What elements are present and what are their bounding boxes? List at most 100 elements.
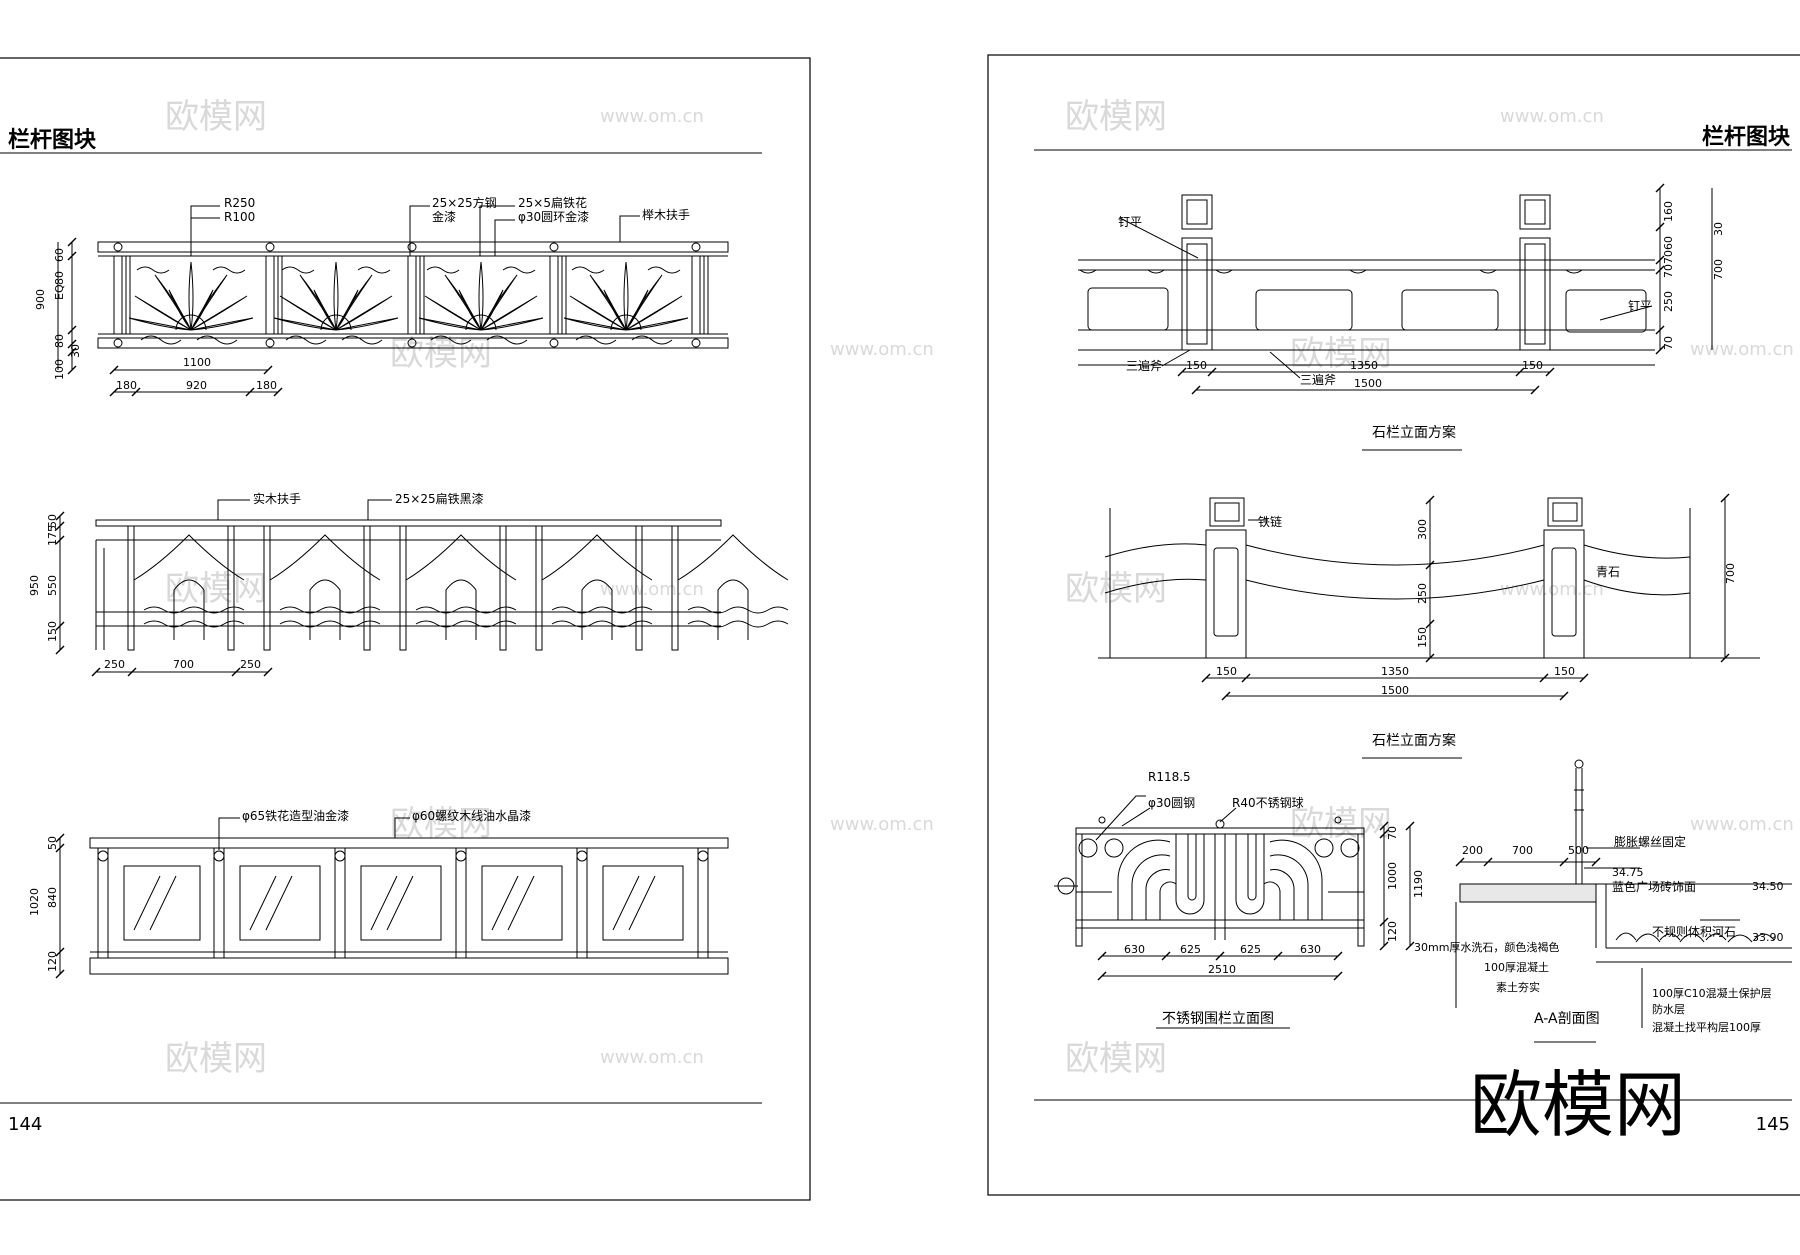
- dim-h: 2510: [1208, 963, 1236, 976]
- dim-v: 70: [1662, 336, 1675, 350]
- left-page-number: 144: [8, 1114, 42, 1135]
- watermark-url: www.om.cn: [600, 106, 704, 127]
- post-left: [1205, 497, 1247, 659]
- note-blue-tile: 蓝色广场砖饰面: [1612, 879, 1696, 894]
- panel-dividers: [127, 525, 679, 651]
- railing-posts: [113, 255, 709, 335]
- dim-v: 70: [1386, 826, 1399, 840]
- drawing-4-labels: 钉平 钉平 三遍斧 三遍斧 160 30 60 70 70 250 70 700…: [1118, 201, 1725, 441]
- note-expansion-bolt: 膨胀螺丝固定: [1614, 834, 1686, 849]
- dim-h: 630: [1124, 943, 1145, 956]
- dim-v: 150: [46, 621, 59, 642]
- dim-v: 60: [1662, 236, 1675, 250]
- drawing-7-title: A-A剖面图: [1534, 1011, 1600, 1027]
- paving-slab: [1459, 883, 1597, 903]
- drawing-7-section: [1455, 759, 1792, 1043]
- watermark-logo: 欧模网: [1065, 1039, 1167, 1079]
- dim-h: 500: [1568, 844, 1589, 857]
- drawing-4-stone-railing: [1078, 183, 1713, 451]
- post-top-ball: [1574, 759, 1584, 769]
- watermark-url: www.om.cn: [600, 1047, 704, 1068]
- dim-v-total: 900: [34, 289, 47, 310]
- note-flat-iron-black: 25×25扁铁黑漆: [395, 492, 484, 506]
- watermark-url: www.om.cn: [830, 339, 934, 360]
- dim-v: 250: [1662, 291, 1675, 312]
- drawing-6-steel-fence: [1054, 795, 1415, 1029]
- watermark-logo: 欧模网: [390, 804, 492, 844]
- dim-h: 1500: [1354, 377, 1382, 390]
- watermark-logo: 欧模网: [1290, 334, 1392, 374]
- dim-h: 150: [1216, 665, 1237, 678]
- drawing-4-title: 石栏立面方案: [1372, 424, 1456, 441]
- dim-v: 150: [1416, 627, 1429, 648]
- dim-h: 150: [1186, 359, 1207, 372]
- watermark-url: www.om.cn: [600, 579, 704, 600]
- steel-ball: [1215, 819, 1225, 829]
- note-bluestone: 青石: [1596, 565, 1620, 579]
- steel-ball: [1098, 816, 1106, 824]
- dim-h: 625: [1240, 943, 1261, 956]
- drawing-5-chain-railing: [1098, 493, 1760, 759]
- dim-h: 250: [240, 658, 261, 671]
- dim-h: 920: [186, 379, 207, 392]
- note-iron-flower-post: φ65铁花造型油金漆: [242, 808, 349, 823]
- chain-upper: [1245, 544, 1545, 566]
- right-page: 栏杆图块 145: [987, 54, 1800, 1196]
- dim-v: 80: [53, 334, 66, 348]
- dim-h: 625: [1180, 943, 1201, 956]
- dim-v: 840: [46, 887, 59, 908]
- note-iron-chain: 铁链: [1258, 514, 1282, 529]
- drawing-6-title: 不锈钢围栏立面图: [1162, 1011, 1274, 1027]
- watermark-logo: 欧模网: [1290, 804, 1392, 844]
- dim-v-total: 950: [28, 575, 41, 596]
- elevation-mark: 33.90: [1752, 931, 1784, 944]
- note-solid-wood-handrail: 实木扶手: [253, 491, 301, 506]
- watermarks: 欧模网 www.om.cn 欧模网 www.om.cn 欧模网 www.om.c…: [165, 97, 1794, 1079]
- dim-h: 180: [256, 379, 277, 392]
- watermark-url: www.om.cn: [1690, 814, 1794, 835]
- note-c10-protection: 100厚C10混凝土保护层: [1652, 986, 1772, 1000]
- watermark-url: www.om.cn: [1690, 339, 1794, 360]
- note-nail-flat: 钉平: [1628, 299, 1652, 313]
- glass-panels: [123, 865, 684, 941]
- dim-v-total: 1190: [1412, 870, 1425, 898]
- note-nail-flat: 钉平: [1118, 215, 1142, 229]
- dim-h: 1350: [1381, 665, 1409, 678]
- note-r250: R250: [224, 196, 255, 210]
- dim-v: 550: [46, 575, 59, 596]
- left-page: 栏杆图块 144: [0, 57, 811, 1201]
- dim-v: 30: [1712, 222, 1725, 236]
- dim-h: 250: [104, 658, 125, 671]
- right-page-header: 栏杆图块: [1702, 124, 1791, 150]
- note-steel-ball: R40不锈钢球: [1232, 796, 1304, 810]
- post-right: [1519, 194, 1551, 351]
- note-r118: R118.5: [1148, 770, 1191, 784]
- dim-v: 50: [46, 514, 59, 528]
- note-concrete: 100厚混凝土: [1484, 960, 1549, 974]
- dim-v: 60: [53, 248, 66, 262]
- watermark-logo: 欧模网: [165, 569, 267, 609]
- watermark-logo-large: 欧模网: [1470, 1063, 1686, 1147]
- note-gold-paint: 金漆: [432, 209, 456, 224]
- dim-v: 1000: [1386, 862, 1399, 890]
- dim-v-total: 700: [1724, 563, 1737, 584]
- post-right: [1543, 497, 1585, 659]
- right-page-border: [987, 54, 1800, 1196]
- dim-v: 70: [1662, 250, 1675, 264]
- note-rammed-soil: 素土夯实: [1496, 980, 1540, 994]
- left-page-header: 栏杆图块: [8, 127, 97, 153]
- dim-v-total: 700: [1712, 259, 1725, 280]
- drawing-5-title: 石栏立面方案: [1372, 732, 1456, 749]
- note-flat-iron: 25×5扁铁花: [518, 195, 587, 210]
- elevation-mark: 34.50: [1752, 880, 1784, 893]
- right-page-number: 145: [1756, 1114, 1790, 1135]
- dim-v: 50: [46, 836, 59, 850]
- drawing-3-labels: φ65铁花造型油金漆 φ60螺纹木线油水晶漆 50 840 120 1020: [28, 808, 531, 972]
- dim-v: 120: [1386, 921, 1399, 942]
- dim-h: 1350: [1350, 359, 1378, 372]
- watermark-url: www.om.cn: [830, 814, 934, 835]
- note-round-steel: φ30圆钢: [1148, 796, 1195, 810]
- note-triple-axe: 三遍斧: [1126, 359, 1162, 373]
- watermark-logo: 欧模网: [165, 97, 267, 137]
